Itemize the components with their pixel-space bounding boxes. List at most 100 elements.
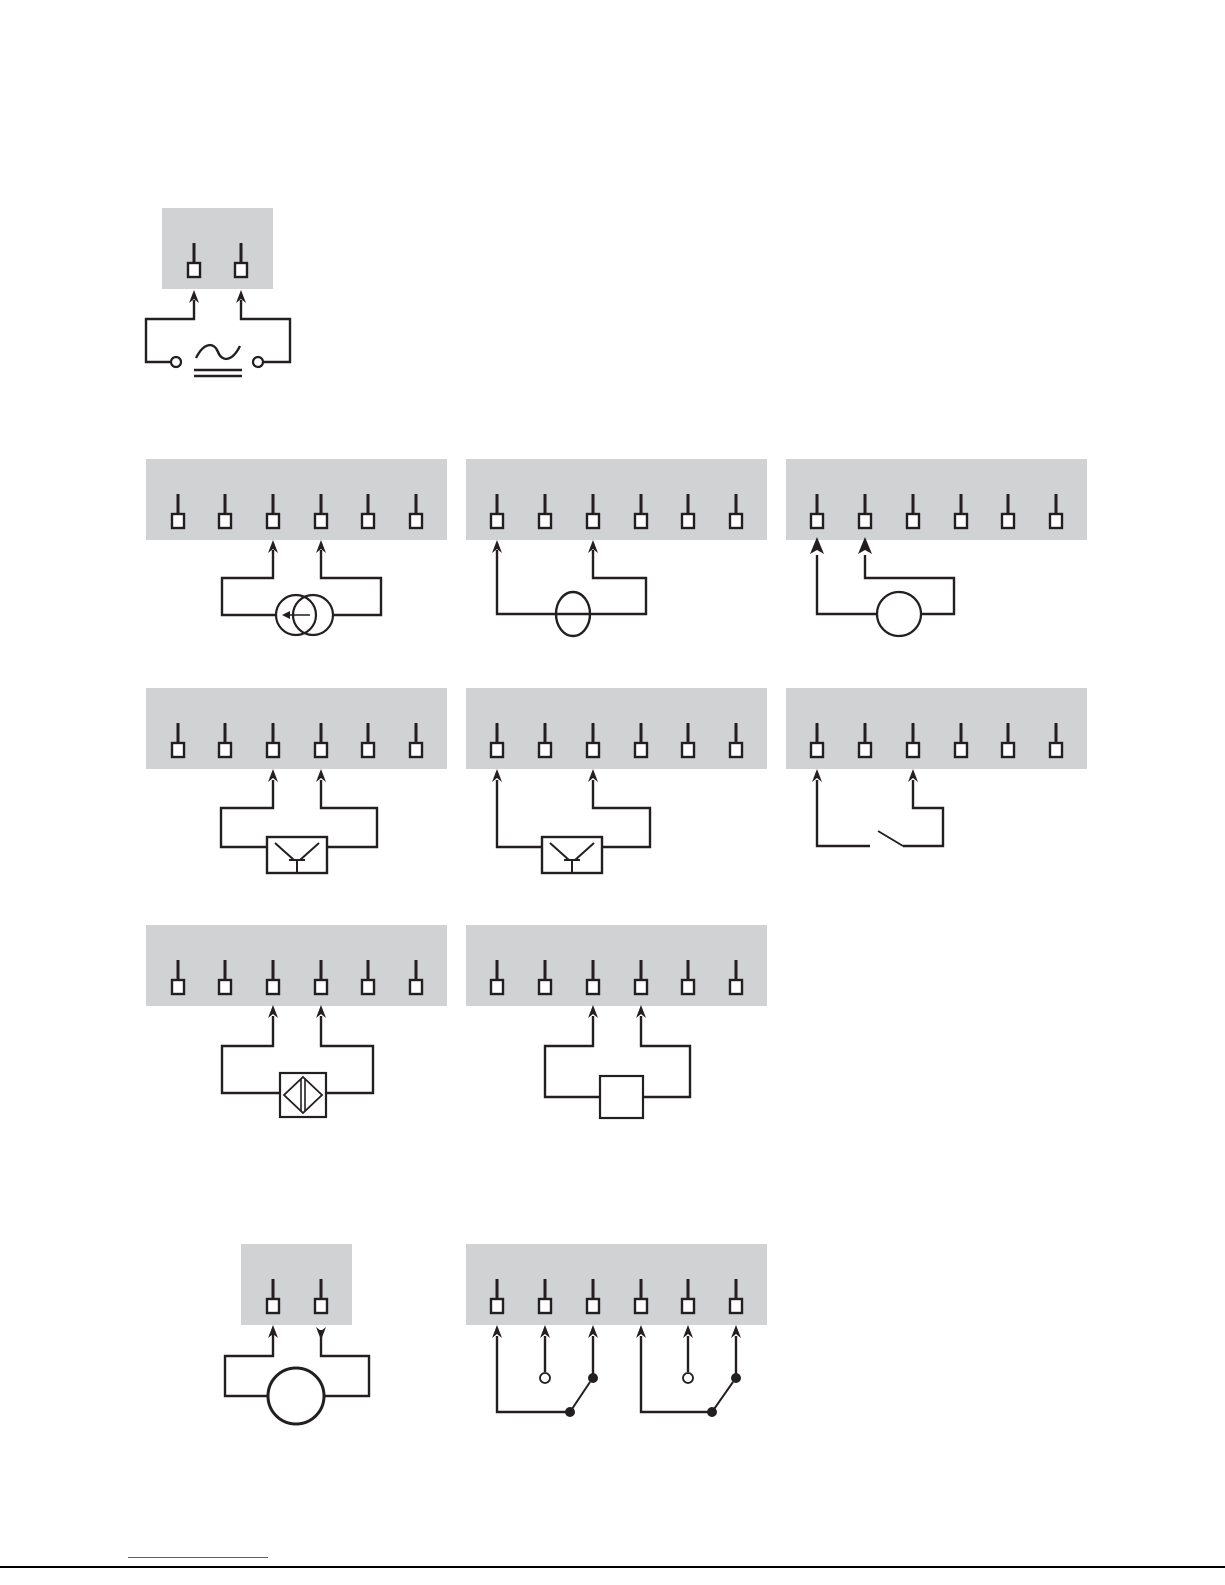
- terminal-screw: [544, 723, 547, 743]
- wire: [497, 780, 542, 847]
- terminal-block-proximity-sensor: [146, 925, 447, 1117]
- wire: [241, 300, 290, 362]
- terminal-lug: [253, 357, 263, 367]
- changeover-relay-icon: [492, 1325, 741, 1417]
- terminal-block-body: [466, 688, 767, 769]
- terminal-screw: [367, 723, 370, 743]
- wire: [545, 1016, 600, 1097]
- terminal-screw: [687, 494, 690, 514]
- wire: [903, 780, 943, 846]
- relay-nc-contact: [683, 1373, 693, 1383]
- wire: [222, 1016, 280, 1093]
- relay-common: [565, 1407, 575, 1417]
- terminal-screw: [960, 494, 963, 514]
- terminal-pad: [730, 514, 742, 528]
- terminal-pad: [587, 1299, 599, 1313]
- terminal-screw: [193, 243, 196, 263]
- terminal-pad: [491, 1299, 503, 1313]
- terminal-pad: [410, 743, 422, 757]
- terminal-screw: [592, 960, 595, 980]
- arrow-head: [316, 1327, 326, 1340]
- terminal-pad: [219, 743, 231, 757]
- terminal-pad: [682, 743, 694, 757]
- device-box: [600, 1076, 643, 1118]
- terminal-pad: [410, 980, 422, 994]
- wire: [817, 780, 870, 846]
- ac-wave: [196, 345, 240, 359]
- terminal-pad: [219, 514, 231, 528]
- terminal-block-pnp-sensor: [466, 688, 767, 873]
- terminal-screw: [496, 1279, 499, 1299]
- terminal-pad: [315, 514, 327, 528]
- terminal-block-body: [241, 1244, 352, 1325]
- terminal-screw: [320, 723, 323, 743]
- terminal-screw: [544, 1279, 547, 1299]
- wire: [222, 550, 276, 615]
- terminal-pad: [730, 743, 742, 757]
- terminal-screw: [415, 960, 418, 980]
- load-circle: [268, 1368, 324, 1424]
- wire: [590, 550, 646, 614]
- terminal-screw: [272, 723, 275, 743]
- footer-link-underline[interactable]: [128, 1557, 268, 1558]
- terminal-screw: [320, 1279, 323, 1299]
- terminal-screw: [367, 960, 370, 980]
- terminal-pad: [859, 743, 871, 757]
- terminal-lug: [171, 357, 181, 367]
- pnp-transistor-icon: [492, 769, 650, 873]
- terminal-pad: [362, 514, 374, 528]
- terminal-screw: [960, 723, 963, 743]
- terminal-pad: [955, 514, 967, 528]
- terminal-block-body: [466, 459, 767, 540]
- terminal-pad: [635, 980, 647, 994]
- terminal-screw: [735, 494, 738, 514]
- terminal-screw: [320, 494, 323, 514]
- terminal-screw: [224, 494, 227, 514]
- terminal-block-body: [146, 925, 447, 1006]
- wire: [321, 1330, 369, 1396]
- terminal-screw: [544, 494, 547, 514]
- terminal-screw: [687, 960, 690, 980]
- terminal-pad: [682, 514, 694, 528]
- terminal-pad: [1002, 743, 1014, 757]
- terminal-screw: [912, 723, 915, 743]
- relay-nc-contact: [540, 1373, 550, 1383]
- wire: [321, 1016, 373, 1093]
- terminal-block-body: [786, 459, 1087, 540]
- terminal-block-voltage-input: [786, 459, 1087, 636]
- terminal-screw: [367, 494, 370, 514]
- terminal-screw: [735, 1279, 738, 1299]
- terminal-screw: [224, 723, 227, 743]
- terminal-screw: [735, 723, 738, 743]
- terminal-block-body: [146, 459, 447, 540]
- terminal-pad: [1050, 743, 1062, 757]
- terminal-screw: [272, 960, 275, 980]
- terminal-block-contact-input: [786, 688, 1087, 846]
- terminal-pad: [1002, 514, 1014, 528]
- terminal-block-npn-sensor: [146, 688, 447, 873]
- terminal-screw: [415, 494, 418, 514]
- relay-blade: [570, 1382, 590, 1412]
- switch-contact-icon: [812, 769, 943, 846]
- relay-common: [707, 1407, 717, 1417]
- arrow-head: [282, 611, 290, 619]
- switch-blade: [878, 831, 903, 846]
- terminal-pad: [539, 514, 551, 528]
- terminal-pad: [682, 980, 694, 994]
- wire: [225, 1334, 273, 1396]
- terminal-screw: [496, 494, 499, 514]
- relay-no-contact: [731, 1373, 741, 1383]
- wire: [641, 1016, 690, 1097]
- current-transformer-icon: [222, 540, 381, 635]
- terminal-pad: [172, 980, 184, 994]
- proximity-sensor-icon: [222, 1005, 373, 1117]
- terminal-screw: [1055, 494, 1058, 514]
- terminal-pad: [219, 980, 231, 994]
- terminal-screw: [640, 723, 643, 743]
- terminal-screw: [592, 1279, 595, 1299]
- terminal-pad: [267, 980, 279, 994]
- terminal-block-power-supply: [146, 208, 290, 376]
- terminal-pad: [315, 980, 327, 994]
- terminal-screw: [816, 494, 819, 514]
- terminal-block-body: [466, 1244, 767, 1325]
